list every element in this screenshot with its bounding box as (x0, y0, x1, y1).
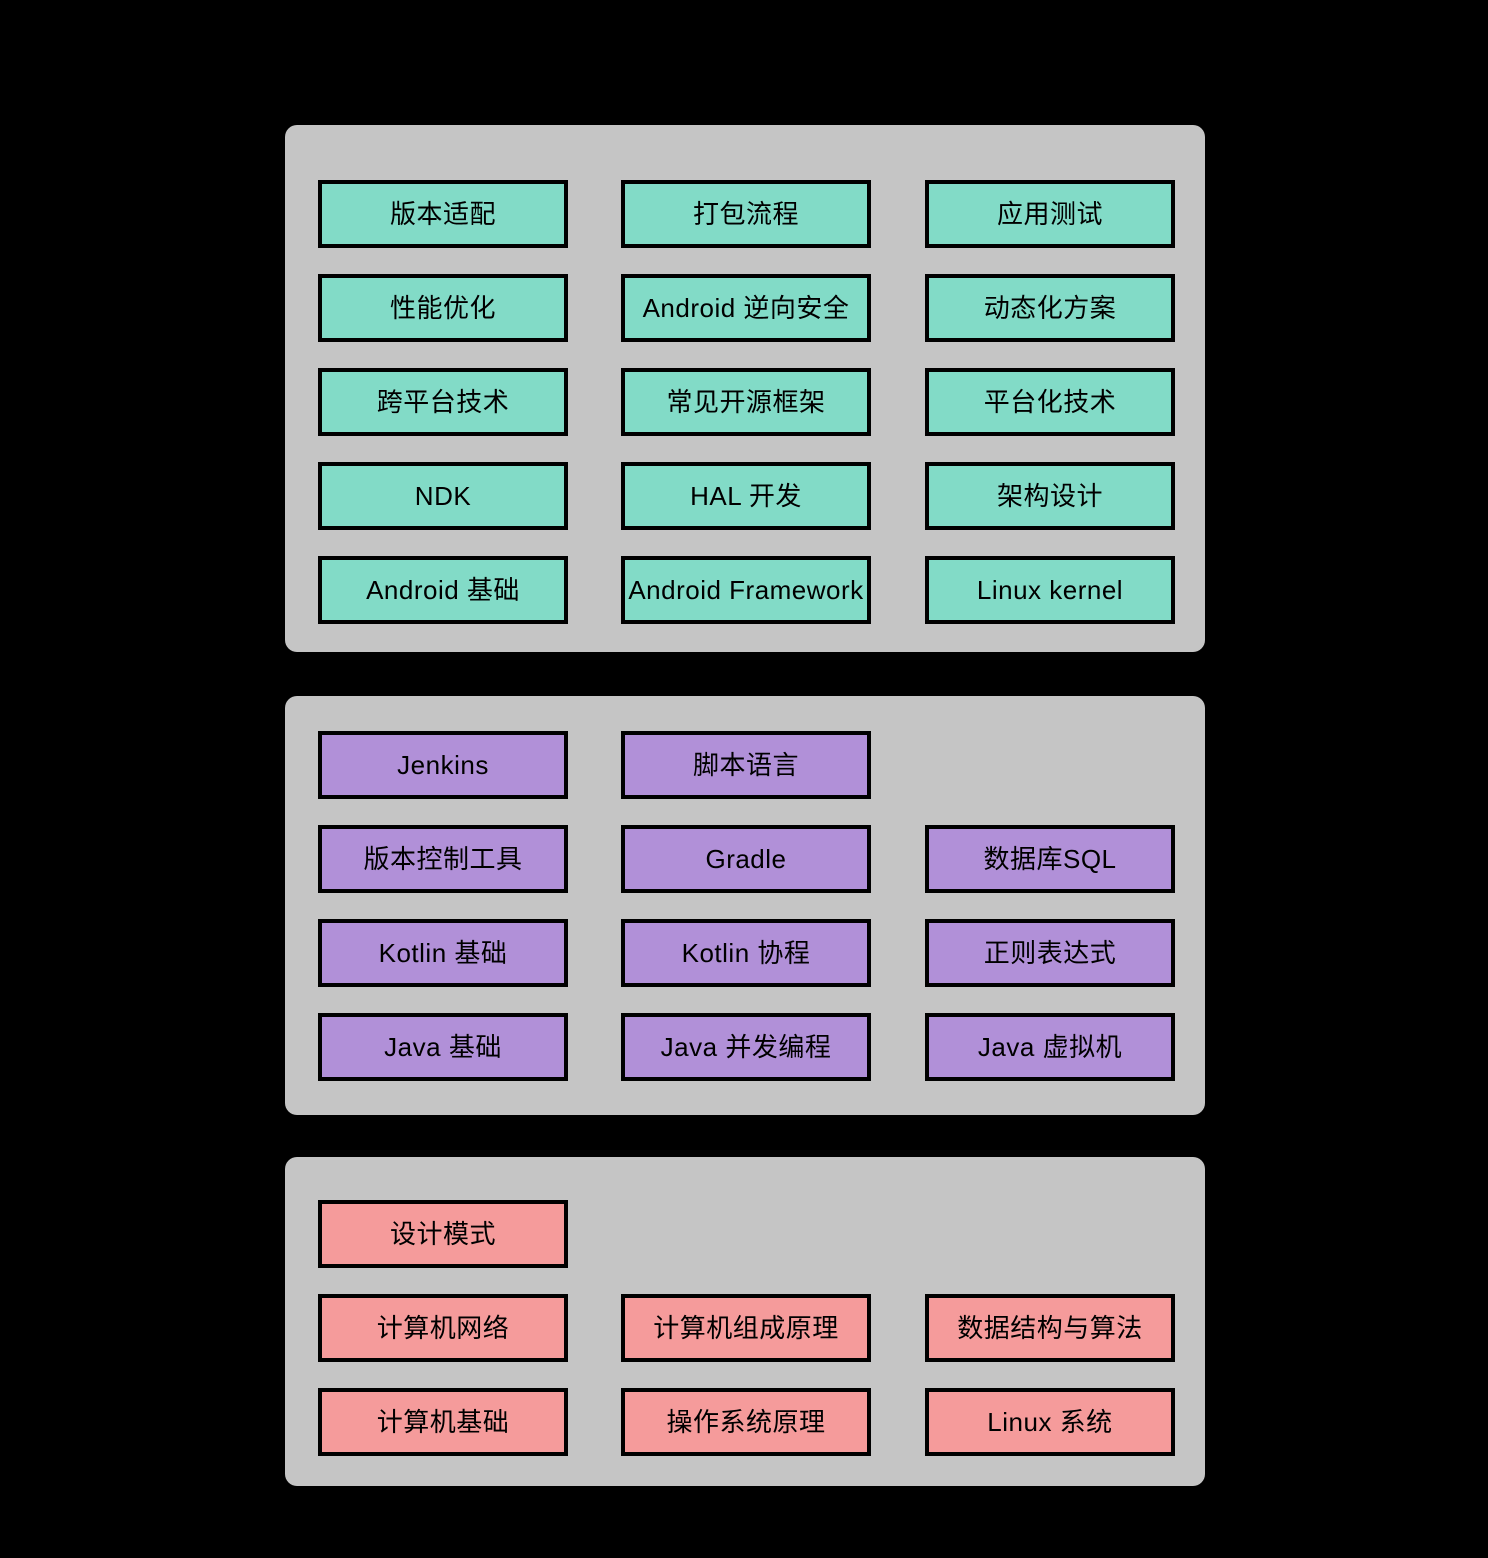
topic-box: 设计模式 (318, 1200, 568, 1268)
topic-box: Android Framework (621, 556, 871, 624)
topic-box-label: 版本适配 (389, 199, 496, 229)
topic-box: 平台化技术 (925, 368, 1175, 436)
topic-box: 动态化方案 (925, 274, 1175, 342)
topic-box-label: 平台化技术 (983, 387, 1117, 417)
topic-box-label: Android 逆向安全 (642, 293, 850, 323)
topic-box: 计算机网络 (318, 1294, 568, 1362)
topic-box-label: 动态化方案 (983, 293, 1117, 323)
topic-box-label: 常见开源框架 (666, 387, 826, 417)
topic-box: 应用测试 (925, 180, 1175, 248)
topic-box-label: 计算机组成原理 (653, 1313, 839, 1343)
topic-box: Android 基础 (318, 556, 568, 624)
topic-box: 操作系统原理 (621, 1388, 871, 1456)
topic-box-label: Linux 系统 (987, 1407, 1113, 1437)
topic-box: Jenkins (318, 731, 568, 799)
topic-box: 打包流程 (621, 180, 871, 248)
panel-java-kotlin-tools: Jenkins 脚本语言版本控制工具 Gradle 数据库SQL Kotlin 基础 Ko… (285, 696, 1205, 1115)
topic-box: 版本适配 (318, 180, 568, 248)
topic-box-label: 架构设计 (996, 481, 1103, 511)
topic-box-label: 版本控制工具 (363, 844, 523, 874)
topic-box-label: 跨平台技术 (376, 387, 510, 417)
topic-box: Kotlin 协程 (621, 919, 871, 987)
topic-box-label: Gradle (705, 844, 787, 874)
topic-box-label: Jenkins (397, 750, 489, 780)
topic-box-label: Linux kernel (976, 575, 1124, 605)
topic-box-label: NDK (414, 481, 472, 511)
topic-box: 常见开源框架 (621, 368, 871, 436)
topic-box: Linux 系统 (925, 1388, 1175, 1456)
topic-box: Linux kernel (925, 556, 1175, 624)
topic-box-label: 设计模式 (389, 1219, 496, 1249)
topic-box: Gradle (621, 825, 871, 893)
topic-box-label: Java 并发编程 (660, 1032, 832, 1062)
topic-box-label: 打包流程 (692, 199, 799, 229)
topic-box-label: 计算机网络 (376, 1313, 510, 1343)
panel-android-advanced: 版本适配 打包流程 应用测试性能优化 Android 逆向安全 动态化方案跨平台技术 常见… (285, 125, 1205, 652)
topic-box: 数据结构与算法 (925, 1294, 1175, 1362)
topic-box: 架构设计 (925, 462, 1175, 530)
topic-box-label: 数据结构与算法 (957, 1313, 1143, 1343)
topic-box-label: 性能优化 (389, 293, 496, 323)
topic-box: 计算机基础 (318, 1388, 568, 1456)
topic-box-label: 操作系统原理 (666, 1407, 826, 1437)
topic-box: Java 虚拟机 (925, 1013, 1175, 1081)
topic-box: 跨平台技术 (318, 368, 568, 436)
topic-box: HAL 开发 (621, 462, 871, 530)
topic-box-label: 数据库SQL (983, 844, 1117, 874)
topic-box: 正则表达式 (925, 919, 1175, 987)
topic-box: Kotlin 基础 (318, 919, 568, 987)
topic-box-label: Kotlin 协程 (681, 938, 811, 968)
topic-box: 计算机组成原理 (621, 1294, 871, 1362)
panel-cs-fundamentals: 设计模式计算机网络 计算机组成原理 数据结构与算法计算机基础 操作系统原理 Linux … (285, 1157, 1205, 1486)
topic-box-label: 应用测试 (996, 199, 1103, 229)
topic-box-label: 计算机基础 (376, 1407, 510, 1437)
topic-box-label: 正则表达式 (983, 938, 1117, 968)
topic-box: 脚本语言 (621, 731, 871, 799)
topic-box-label: 脚本语言 (692, 750, 799, 780)
topic-box-label: Java 虚拟机 (977, 1032, 1123, 1062)
topic-box-label: Android 基础 (366, 575, 520, 605)
topic-box-label: Java 基础 (384, 1032, 502, 1062)
topic-box-label: HAL 开发 (690, 481, 802, 511)
topic-box: Android 逆向安全 (621, 274, 871, 342)
topic-box: 版本控制工具 (318, 825, 568, 893)
topic-box-label: Android Framework (628, 575, 864, 605)
topic-box: NDK (318, 462, 568, 530)
topic-box: Java 基础 (318, 1013, 568, 1081)
topic-box: Java 并发编程 (621, 1013, 871, 1081)
topic-box-label: Kotlin 基础 (378, 938, 508, 968)
topic-box: 数据库SQL (925, 825, 1175, 893)
topic-box: 性能优化 (318, 274, 568, 342)
